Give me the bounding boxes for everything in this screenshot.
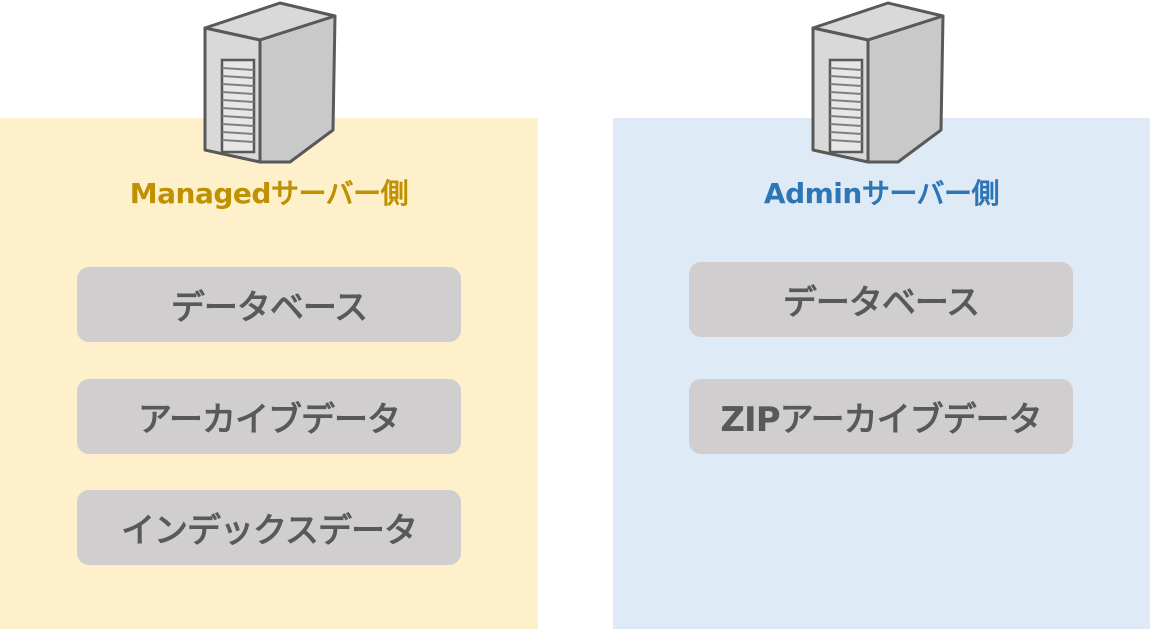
managed-database-box: データベース — [77, 267, 461, 342]
server-icon — [203, 1, 337, 164]
managed-server-title: Managedサーバー側 — [129, 177, 409, 210]
admin-zip-archive-data-box: ZIPアーカイブデータ — [689, 379, 1073, 454]
managed-archive-data-box: アーカイブデータ — [77, 379, 461, 454]
admin-server-title: Adminサーバー側 — [763, 177, 1000, 210]
server-icon — [811, 1, 945, 164]
admin-database-box: データベース — [689, 262, 1073, 337]
admin-server-panel — [613, 118, 1150, 629]
managed-index-data-box: インデックスデータ — [77, 490, 461, 565]
